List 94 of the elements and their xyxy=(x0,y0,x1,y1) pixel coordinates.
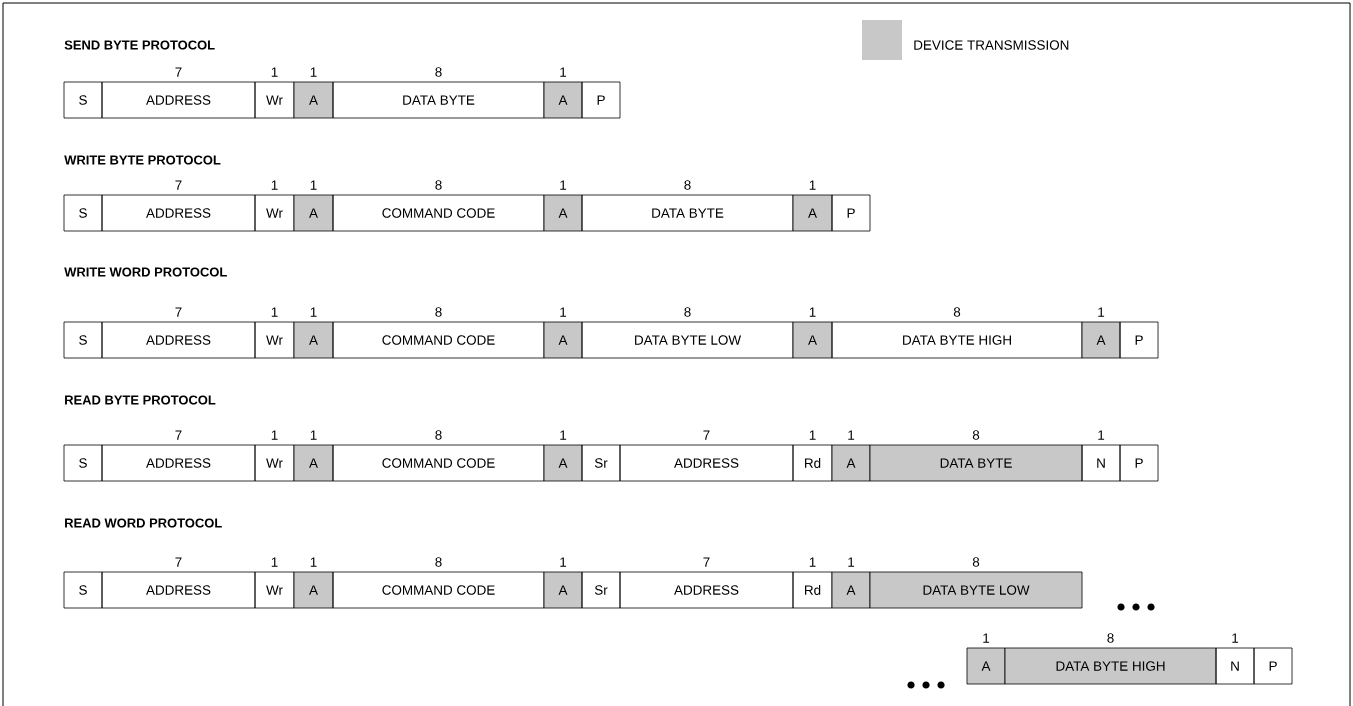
bit-count: 8 xyxy=(435,557,442,567)
bit-count: 1 xyxy=(560,557,567,567)
bit-count: 1 xyxy=(1098,430,1105,440)
bit-count: 8 xyxy=(972,557,980,567)
field-cell: DATA BYTE xyxy=(332,81,545,119)
bit-count: 8 xyxy=(435,67,442,77)
protocol-title: READ BYTE PROTOCOL xyxy=(65,395,216,405)
field-cell: ADDRESS xyxy=(619,444,794,482)
field-cell: P xyxy=(1253,647,1293,685)
bit-count: 8 xyxy=(953,307,961,317)
bit-count: 1 xyxy=(310,67,317,77)
bit-count: 1 xyxy=(310,307,317,317)
bit-count: 1 xyxy=(1098,307,1105,317)
field-cell: ADDRESS xyxy=(101,81,256,119)
field-cell: COMMAND CODE xyxy=(332,571,545,609)
field-cell: A xyxy=(831,571,871,609)
field-cell: P xyxy=(1119,321,1159,359)
field-cell: P xyxy=(581,81,621,119)
bit-count: 1 xyxy=(848,557,855,567)
bit-count: 1 xyxy=(271,180,278,190)
field-cell: A xyxy=(966,647,1006,685)
protocol-title: WRITE WORD PROTOCOL xyxy=(64,267,227,277)
bit-count: 7 xyxy=(175,430,182,440)
bit-count: 7 xyxy=(175,67,182,77)
bit-count: 8 xyxy=(435,430,442,440)
field-cell: A xyxy=(543,81,583,119)
field-cell: A xyxy=(543,444,583,482)
field-cell: P xyxy=(831,194,871,232)
field-cell: N xyxy=(1215,647,1255,685)
bit-count: 1 xyxy=(310,557,317,567)
bit-count: 8 xyxy=(1107,633,1114,643)
field-cell: P xyxy=(1119,444,1159,482)
bit-count: 1 xyxy=(560,430,567,440)
bit-count: 1 xyxy=(809,430,816,440)
bit-count: 8 xyxy=(684,307,691,317)
bit-count: 1 xyxy=(1232,633,1239,643)
field-cell: DATA BYTE xyxy=(581,194,794,232)
bit-count: 8 xyxy=(684,180,691,190)
bit-count: 1 xyxy=(271,307,278,317)
field-cell: A xyxy=(792,194,833,232)
bit-count: 1 xyxy=(271,557,278,567)
field-cell: ADDRESS xyxy=(619,571,794,609)
protocol-title: SEND BYTE PROTOCOL xyxy=(64,40,215,50)
bit-count: 1 xyxy=(560,307,567,317)
field-cell: S xyxy=(63,194,103,232)
bit-count: 1 xyxy=(848,430,855,440)
field-cell: A xyxy=(293,444,334,482)
field-cell: A xyxy=(293,321,334,359)
bit-count: 1 xyxy=(809,557,816,567)
bit-count: 7 xyxy=(703,430,710,440)
field-cell: A xyxy=(543,571,583,609)
field-cell: A xyxy=(792,321,833,359)
field-cell: N xyxy=(1081,444,1121,482)
field-cell: ADDRESS xyxy=(101,444,256,482)
field-cell: COMMAND CODE xyxy=(332,194,545,232)
field-cell: S xyxy=(63,81,103,119)
bit-count: 1 xyxy=(560,67,567,77)
field-cell: S xyxy=(63,571,103,609)
field-cell: Sr xyxy=(581,571,621,609)
protocol-title: READ WORD PROTOCOL xyxy=(65,518,222,528)
legend-label: DEVICE TRANSMISSION xyxy=(914,40,1069,50)
bit-count: 1 xyxy=(809,180,816,190)
bit-count: 7 xyxy=(175,180,182,190)
field-cell: A xyxy=(1081,321,1121,359)
field-cell: ADDRESS xyxy=(101,321,256,359)
bit-count: 7 xyxy=(703,557,710,567)
protocol-title: WRITE BYTE PROTOCOL xyxy=(64,155,221,165)
field-cell: A xyxy=(293,81,334,119)
field-cell: S xyxy=(63,444,103,482)
bit-count: 7 xyxy=(175,557,182,567)
field-cell: COMMAND CODE xyxy=(332,321,545,359)
bit-count: 1 xyxy=(560,180,567,190)
field-cell: A xyxy=(293,194,334,232)
field-cell: DATA BYTE LOW xyxy=(581,321,794,359)
bit-count: 1 xyxy=(310,430,317,440)
field-cell: S xyxy=(63,321,103,359)
bit-count: 8 xyxy=(435,180,442,190)
bit-count: 7 xyxy=(175,307,182,317)
field-cell: A xyxy=(543,194,583,232)
field-cell: ADDRESS xyxy=(101,194,256,232)
bit-count: 1 xyxy=(983,633,990,643)
field-cell: COMMAND CODE xyxy=(332,444,545,482)
field-cell: DATA BYTE HIGH xyxy=(831,321,1083,359)
bit-count: 1 xyxy=(271,67,278,77)
field-cell: A xyxy=(831,444,871,482)
bit-count: 1 xyxy=(310,180,317,190)
bit-count: 1 xyxy=(271,430,278,440)
field-cell: Sr xyxy=(581,444,621,482)
field-cell: A xyxy=(293,571,334,609)
field-cell: A xyxy=(543,321,583,359)
bit-count: 8 xyxy=(435,307,442,317)
bit-count: 1 xyxy=(809,307,816,317)
bit-count: 8 xyxy=(972,430,980,440)
field-cell: ADDRESS xyxy=(101,571,256,609)
